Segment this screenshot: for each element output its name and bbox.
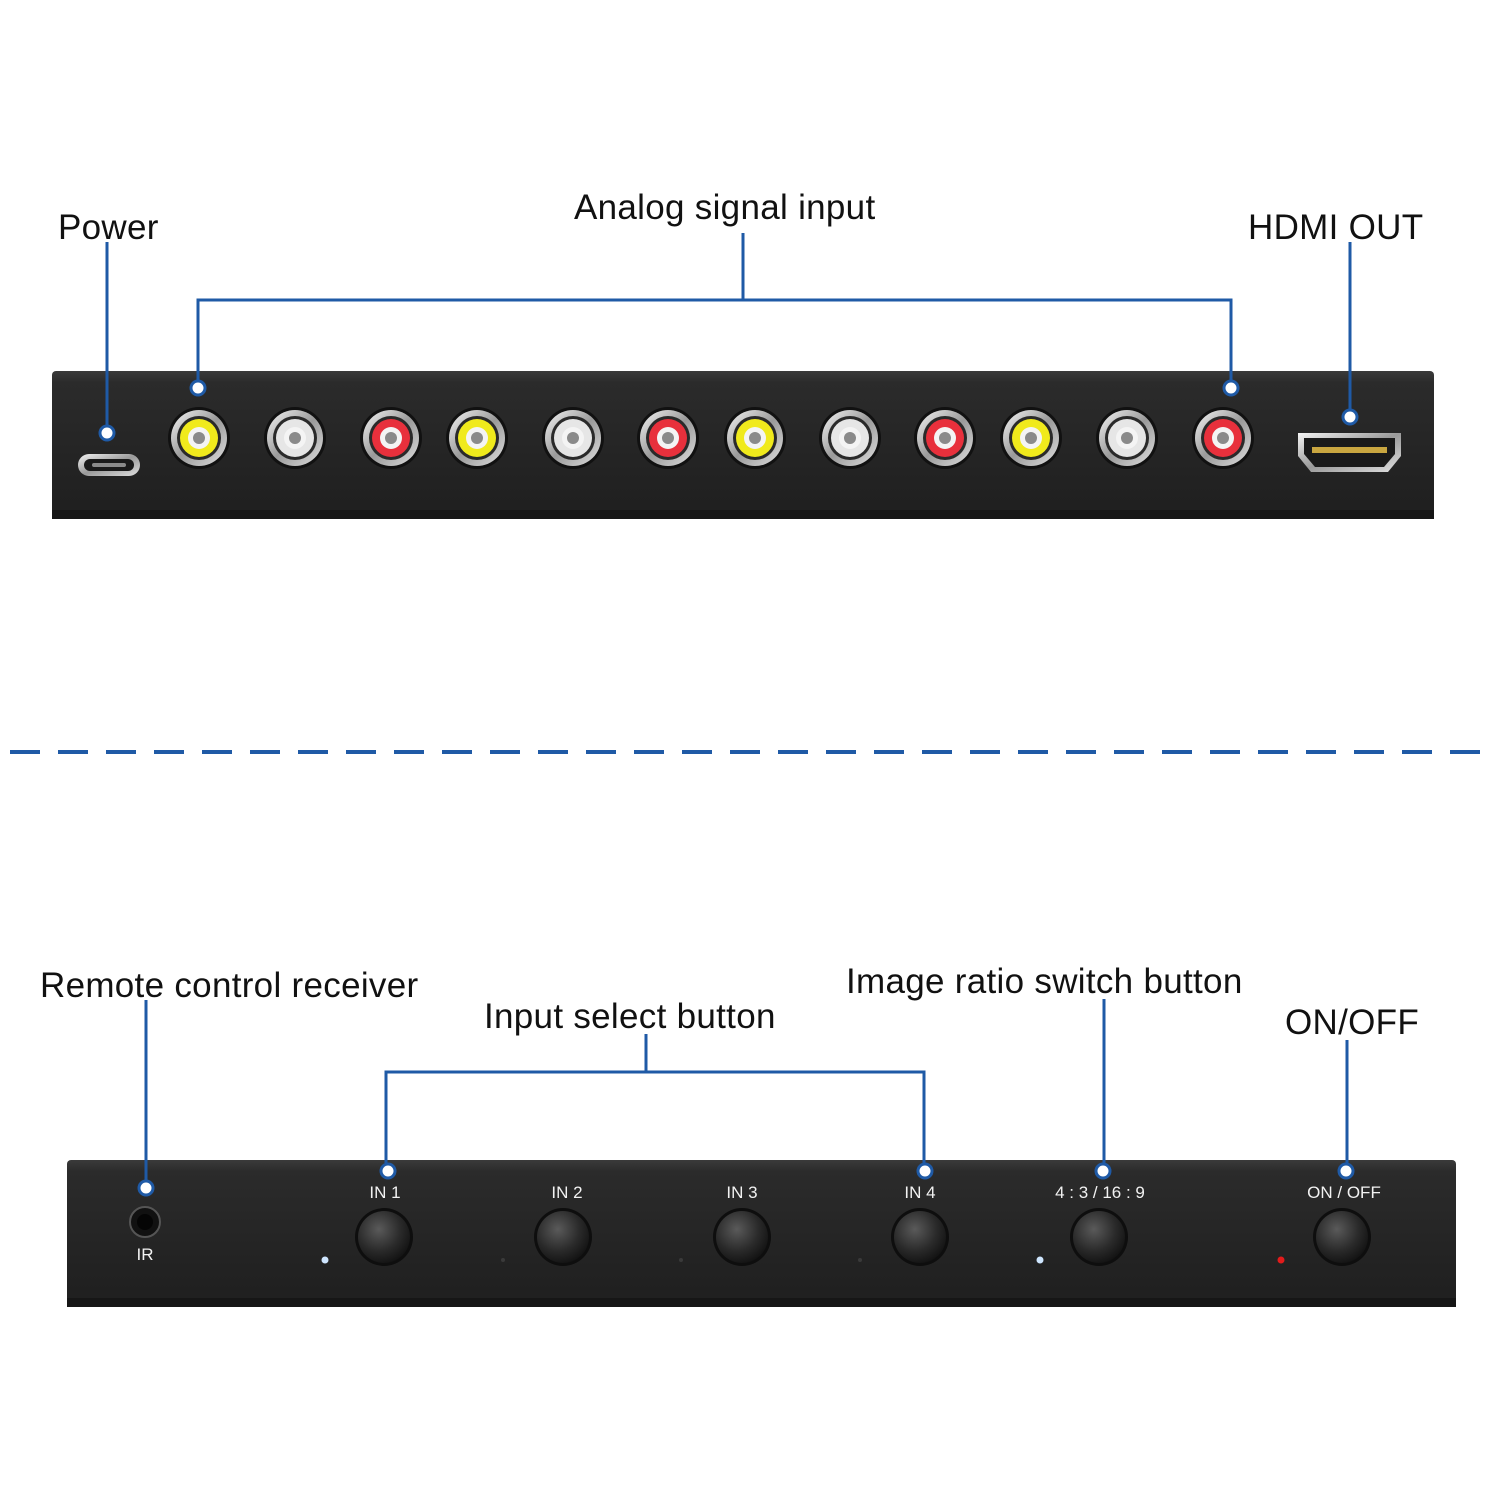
- ir-receiver: [129, 1206, 161, 1238]
- button-label-in3: IN 3: [726, 1183, 758, 1202]
- input-select-label: Input select button: [484, 997, 776, 1036]
- ratio-switch-label: Image ratio switch button: [846, 962, 1243, 1001]
- power-callout-dot: [98, 424, 116, 442]
- knob-button-6[interactable]: [1313, 1208, 1371, 1266]
- analog-input-label: Analog signal input: [574, 188, 876, 227]
- in4-callout-dot: [916, 1162, 934, 1180]
- hdmi-callout-dot: [1341, 408, 1359, 426]
- button-label-onoff: ON / OFF: [1307, 1183, 1381, 1202]
- button-label-in2: IN 2: [551, 1183, 583, 1202]
- led-indicator-1: [321, 1256, 329, 1264]
- button-label-in1: IN 1: [369, 1183, 401, 1202]
- knob-button-3[interactable]: [713, 1208, 771, 1266]
- led-indicator-5: [1036, 1256, 1044, 1264]
- on-off-label: ON/OFF: [1285, 1003, 1420, 1042]
- hdmi-port: [1298, 433, 1401, 472]
- input-select-callout-bracket: [384, 1034, 926, 1163]
- rca-jack-white: [264, 407, 326, 469]
- button-label-ratio: 4 : 3 / 16 : 9: [1055, 1183, 1145, 1202]
- front-panel: [67, 999, 1456, 1307]
- analog-callout-dot-left: [189, 379, 207, 397]
- rca-jack-red: [914, 407, 976, 469]
- rca-jack-white: [819, 407, 881, 469]
- remote-receiver-label: Remote control receiver: [40, 966, 419, 1005]
- rear-device-edge: [52, 510, 1434, 519]
- led-indicator-2: [501, 1258, 505, 1262]
- rca-jack-yellow: [724, 407, 786, 469]
- knob-button-1[interactable]: [355, 1208, 413, 1266]
- front-device-edge: [67, 1298, 1456, 1307]
- rca-jack-yellow: [168, 407, 230, 469]
- front-buttons: [321, 1208, 1371, 1266]
- led-indicator-3: [679, 1258, 683, 1262]
- knob-button-2[interactable]: [534, 1208, 592, 1266]
- led-indicator-4: [858, 1258, 862, 1262]
- ir-callout-dot: [137, 1179, 155, 1197]
- rca-jack-yellow: [446, 407, 508, 469]
- in1-callout-dot: [379, 1162, 397, 1180]
- led-indicator-6: [1277, 1256, 1285, 1264]
- rca-jack-white: [542, 407, 604, 469]
- onoff-callout-dot: [1337, 1162, 1355, 1180]
- rca-jack-white: [1096, 407, 1158, 469]
- rca-jack-red: [360, 407, 422, 469]
- rear-panel: [52, 233, 1434, 519]
- knob-button-4[interactable]: [891, 1208, 949, 1266]
- analog-callout-dot-right: [1222, 379, 1240, 397]
- rca-jack-red: [637, 407, 699, 469]
- hdmi-out-label: HDMI OUT: [1248, 208, 1424, 247]
- analog-callout-bracket: [196, 233, 1233, 380]
- front-callouts: [144, 999, 1349, 1180]
- rca-jacks: [168, 407, 1254, 469]
- knob-button-5[interactable]: [1070, 1208, 1128, 1266]
- rca-jack-red: [1192, 407, 1254, 469]
- ir-label: IR: [136, 1245, 154, 1264]
- power-label: Power: [58, 208, 159, 247]
- rear-callouts: [105, 233, 1352, 426]
- button-label-in4: IN 4: [904, 1183, 936, 1202]
- ratio-callout-dot: [1094, 1162, 1112, 1180]
- rca-jack-yellow: [1000, 407, 1062, 469]
- usb-c-power-port: [78, 454, 140, 476]
